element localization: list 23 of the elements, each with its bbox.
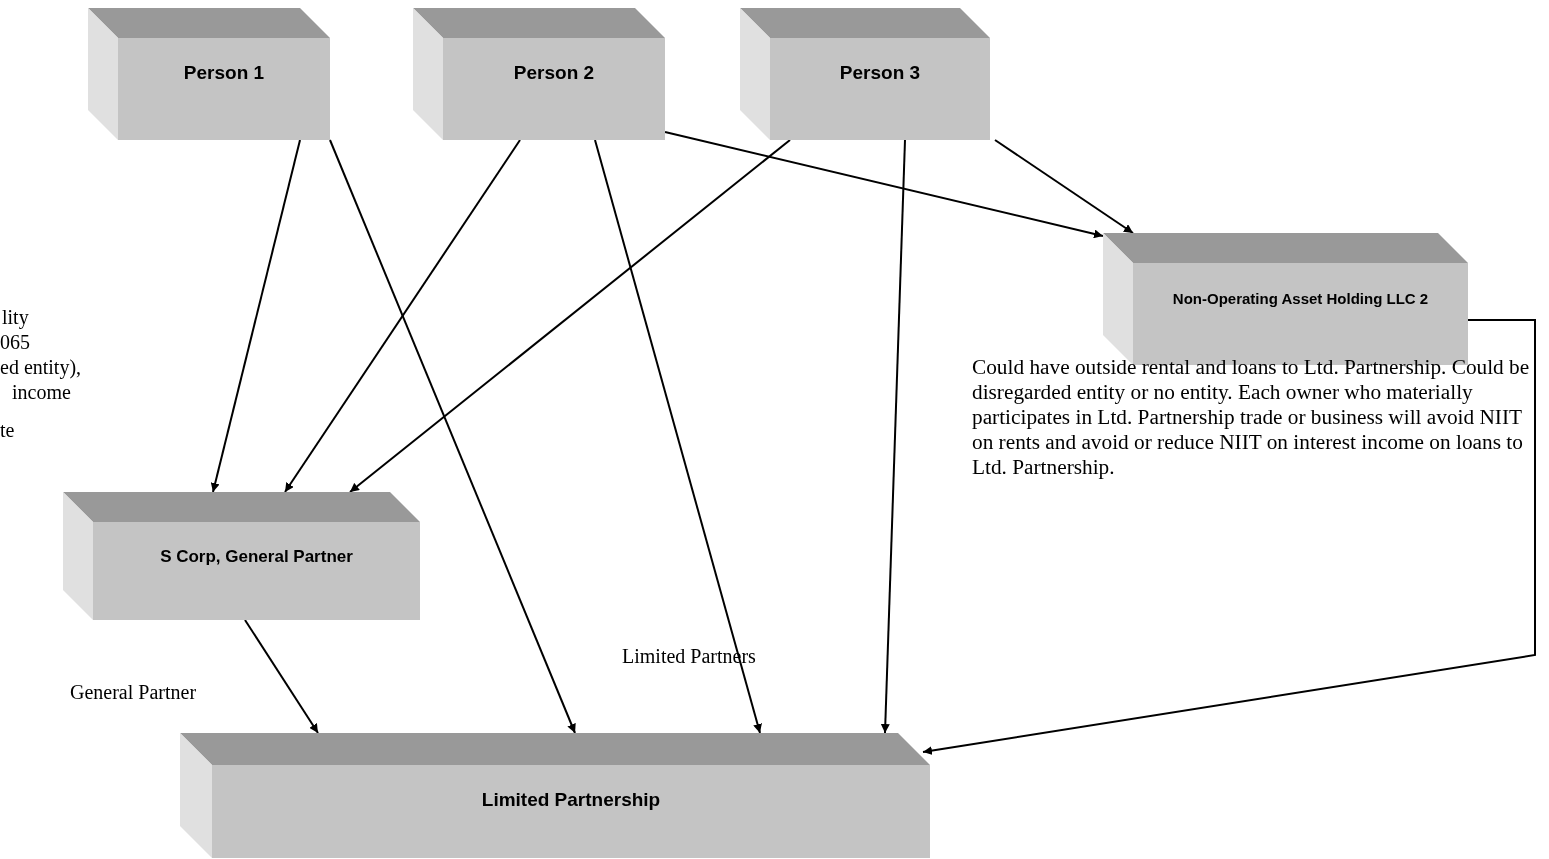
note-text: Could have outside rental and loans to Ltd. Partnership. Could be disregarded entity or no entity. Each owner who materially participates in Ltd. Partnership trade or business will avoid NIIT on rents and avoid or reduce NIIT on interest income on loans to Ltd. Partnership.	[972, 355, 1531, 480]
arrow	[994, 139, 1134, 234]
arrow	[329, 139, 576, 734]
text-label: General Partner	[70, 680, 197, 705]
arrow	[594, 139, 762, 734]
arrow	[880, 139, 906, 734]
text-label: ed entity),	[0, 355, 82, 380]
text-label: te	[0, 418, 15, 443]
arrow	[349, 139, 791, 493]
box-label: Person 1	[183, 62, 265, 84]
arrow	[922, 319, 1536, 756]
arrow	[664, 131, 1104, 239]
box-label: Person 3	[839, 62, 921, 84]
box-label: Limited Partnership	[481, 789, 661, 811]
box-label: Person 2	[513, 62, 595, 84]
text-label: lity	[2, 305, 29, 330]
arrow	[244, 619, 319, 734]
text-label: 065	[0, 330, 30, 355]
box-label: Non-Operating Asset Holding LLC 2	[1172, 289, 1429, 307]
box-label: S Corp, General Partner	[160, 547, 353, 567]
arrow	[284, 139, 521, 493]
arrow	[210, 139, 301, 493]
text-label: income	[12, 380, 71, 405]
